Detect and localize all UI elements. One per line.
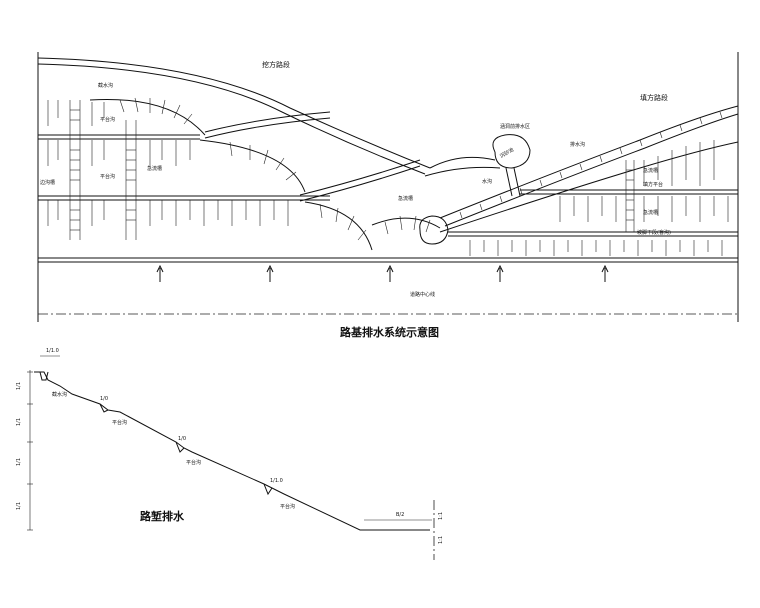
label-platform-ditch-2: 平台沟 [100, 173, 115, 180]
label-slope-toe: 坡脚下段(盲沟) [637, 229, 671, 236]
label-h3: 1/1 [16, 458, 22, 466]
slope-profile [34, 371, 430, 531]
chute-ladder-right [625, 160, 635, 232]
label-step3-dim: 1/1.0 [270, 478, 283, 484]
label-section-intercept: 截水沟 [52, 391, 67, 398]
culvert-area [492, 134, 531, 169]
ditch-2b [204, 117, 331, 139]
section-intercept [39, 371, 49, 381]
label-step2-dim: 1/0 [178, 436, 186, 442]
label-h2: 1/1 [16, 418, 22, 426]
culvert-drop-2 [513, 167, 521, 197]
culvert-link [429, 156, 496, 169]
cut-fan-1 [89, 98, 206, 136]
label-fill-platform: 填方平台 [643, 181, 663, 188]
label-h4: 1/1 [16, 502, 22, 510]
cut-fan-3 [304, 201, 373, 251]
plan-view: 挖方路段 填方路段 截水沟 平台沟 急流槽 边沟槽 平台沟 涵洞前排水区 沉砂池… [37, 52, 739, 339]
drain-channel-hatch [459, 111, 723, 219]
label-road-centerline: 道路中心线 [410, 291, 435, 298]
intercept-ditch-top [37, 57, 431, 169]
label-culvert-drain: 涵洞前排水区 [500, 123, 530, 130]
label-intercept-ditch: 截水沟 [98, 82, 113, 89]
label-step2: 平台沟 [186, 459, 201, 466]
section-ditch-3 [263, 483, 273, 496]
settling-basin [419, 215, 449, 245]
section-ditch-2 [175, 441, 185, 453]
label-water-ditch: 水沟 [482, 178, 492, 185]
label-step1-dim: 1/0 [100, 396, 108, 402]
plan-title: 路基排水系统示意图 [340, 325, 439, 339]
label-fill-section: 填方路段 [640, 93, 668, 102]
ditch-2 [204, 111, 331, 133]
culvert-drop [505, 167, 513, 197]
label-step3: 平台沟 [280, 503, 295, 510]
slope-ticks-left [47, 100, 289, 226]
flow-arrows [156, 264, 609, 282]
culvert-link-2 [424, 166, 501, 177]
label-h1: 1/1 [16, 382, 22, 390]
label-culvert-ditch: 急流槽 [643, 209, 658, 216]
label-top-dim: 1/1.0 [46, 348, 59, 354]
label-chute: 急流槽 [147, 165, 162, 172]
drain-channel-upper-2 [444, 113, 739, 227]
slope-ticks-right [469, 140, 729, 256]
label-settling: 沉砂池 [499, 146, 516, 160]
drain-channel-lower [439, 141, 739, 233]
label-chute-2: 急流槽 [398, 195, 413, 202]
drain-channel-upper [439, 105, 739, 219]
label-road-dim: B/2 [396, 512, 404, 518]
label-step1: 平台沟 [112, 419, 127, 426]
section-ditch-1 [99, 403, 109, 413]
label-r1: 1:1 [438, 512, 444, 520]
label-r2: 1:1 [438, 536, 444, 544]
cut-fan-4 [371, 217, 441, 229]
label-drain-channel: 排水沟 [570, 141, 585, 148]
ditch-3 [299, 159, 421, 196]
cut-fan-2 [199, 139, 306, 193]
label-chute-3: 急流槽 [643, 167, 658, 174]
section-title: 路堑排水 [140, 509, 185, 523]
label-platform-ditch: 平台沟 [100, 116, 115, 123]
section-view: 1/1.0 截水沟 1/0 平台沟 1/0 平台沟 1/1.0 平台沟 B/2 … [16, 348, 444, 560]
label-cut-section: 挖方路段 [262, 60, 290, 69]
cut-fan-hatch [119, 97, 431, 241]
ditch-3b [299, 165, 421, 202]
dim-ticks [27, 371, 33, 531]
label-side-ditch: 边沟槽 [40, 179, 55, 186]
intercept-ditch-top-2 [37, 63, 426, 175]
chute-ladder-left [69, 100, 137, 240]
